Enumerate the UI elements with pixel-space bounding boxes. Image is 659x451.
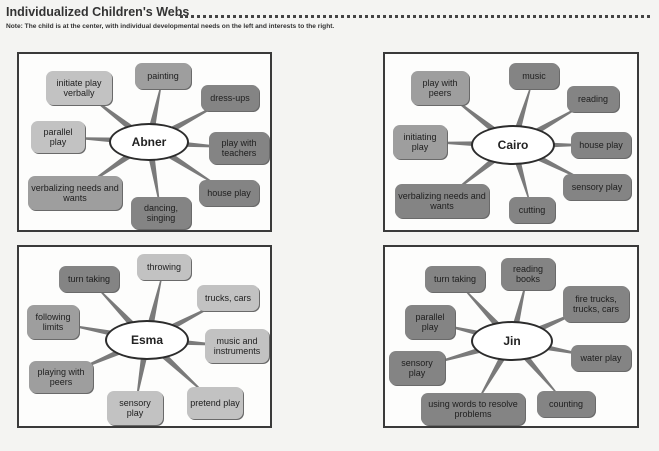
page-title: Individualized Children's Webs xyxy=(6,5,190,19)
web-panel-esma: turn taking following limits playing wit… xyxy=(17,245,272,428)
child-name: Jin xyxy=(471,321,553,361)
interest-bubble: sensory play xyxy=(563,174,631,200)
interest-bubble: dancing, singing xyxy=(131,197,191,229)
need-bubble: parallel play xyxy=(31,121,85,153)
web-panel-cairo: play with peers initiating play verbaliz… xyxy=(383,52,639,232)
interest-bubble: cutting xyxy=(509,197,555,223)
interest-bubble: counting xyxy=(537,391,595,417)
need-bubble: following limits xyxy=(27,305,79,339)
need-bubble: turn taking xyxy=(59,266,119,292)
interest-bubble: water play xyxy=(571,345,631,371)
need-bubble: parallel play xyxy=(405,305,455,339)
interest-bubble: using words to resolve problems xyxy=(421,393,525,425)
interest-bubble: painting xyxy=(135,63,191,89)
interest-bubble: throwing xyxy=(137,254,191,280)
need-bubble: turn taking xyxy=(425,266,485,292)
child-name: Cairo xyxy=(471,125,555,165)
need-bubble: initiating play xyxy=(393,125,447,159)
need-bubble: initiate play verbally xyxy=(46,71,112,105)
interest-bubble: reading xyxy=(567,86,619,112)
page-note: Note: The child is at the center, with i… xyxy=(6,23,335,30)
interest-bubble: play with teachers xyxy=(209,132,269,164)
interest-bubble: house play xyxy=(199,180,259,206)
child-name: Abner xyxy=(109,123,189,161)
need-bubble: sensory play xyxy=(389,351,445,385)
interest-bubble: music xyxy=(509,63,559,89)
web-panel-jin: turn taking parallel play sensory play r… xyxy=(383,245,639,428)
need-bubble: play with peers xyxy=(411,71,469,105)
web-panel-abner: initiate play verbally parallel play ver… xyxy=(17,52,272,232)
need-bubble: verbalizing needs and wants xyxy=(28,176,122,210)
interest-bubble: pretend play xyxy=(187,387,243,419)
interest-bubble: trucks, cars xyxy=(197,285,259,311)
interest-bubble: sensory play xyxy=(107,391,163,425)
interest-bubble: fire trucks, trucks, cars xyxy=(563,286,629,322)
interest-bubble: music and instruments xyxy=(205,329,269,363)
need-bubble: verbalizing needs and wants xyxy=(395,184,489,218)
need-bubble: playing with peers xyxy=(29,361,93,393)
interest-bubble: dress-ups xyxy=(201,85,259,111)
interest-bubble: reading books xyxy=(501,258,555,290)
title-dotted-rule xyxy=(180,15,650,18)
child-name: Esma xyxy=(105,320,189,360)
interest-bubble: house play xyxy=(571,132,631,158)
